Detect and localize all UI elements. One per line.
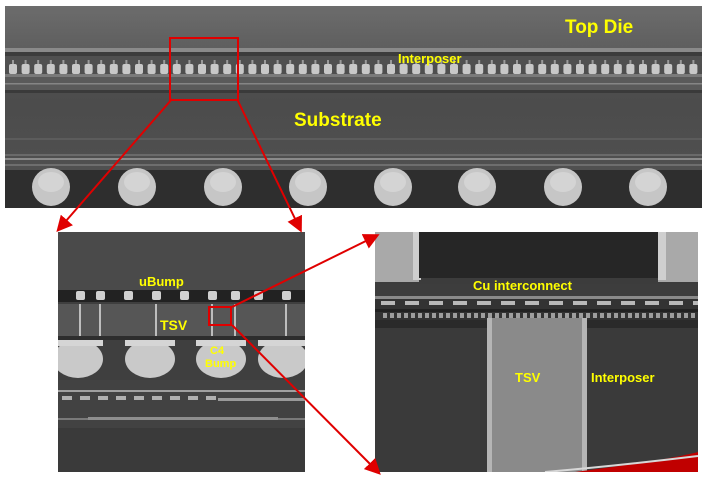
cu-interconnect-traces [381,301,698,305]
zoom-bump-graphic [58,232,305,472]
label-c4-line2: Bump [205,358,237,370]
cu-via-row [383,313,695,318]
label-top-die: Top Die [565,17,634,38]
label-tsv-left: TSV [160,317,188,333]
label-interposer-top: Interposer [398,51,462,66]
zoom-tsv-columns [79,304,287,336]
tsv-closeup-graphic [375,232,698,472]
zoom-bump-image [58,232,305,472]
label-tsv-right: TSV [515,370,541,385]
top-c4-ball-row [32,168,667,206]
top-cross-section-graphic [5,6,702,208]
label-ubump: uBump [139,274,184,289]
zoom-substrate-traces [62,396,216,400]
label-cu-interconnect: Cu interconnect [473,278,572,293]
label-c4-line1: C4 [210,345,225,357]
top-cross-section-image [5,6,702,208]
slide-accent-swoosh [575,452,698,472]
label-substrate: Substrate [294,110,382,131]
zoom-highlight-box [208,306,232,326]
tsv-closeup-image [375,232,698,472]
label-interposer-right: Interposer [591,370,655,385]
